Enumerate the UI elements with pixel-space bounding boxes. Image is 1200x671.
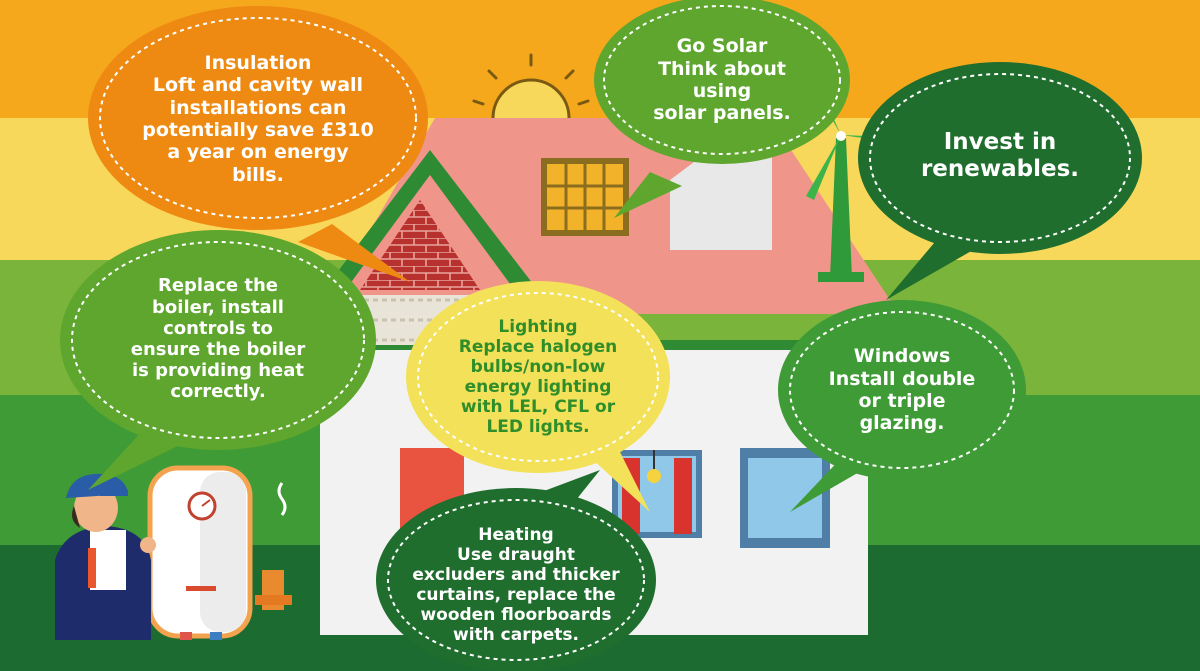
solar-text: Go Solar Think about using solar panels.: [612, 20, 832, 140]
lighting-line-6: LED lights.: [486, 417, 590, 438]
windows-line-2: Install double: [828, 367, 976, 390]
lighting-line-2: Replace halogen: [458, 336, 618, 357]
renewables-text: Invest in renewables.: [890, 118, 1110, 194]
boiler-line-1: Replace the: [157, 275, 279, 297]
bubble-boiler: [60, 230, 376, 490]
windows-line-3: or triple: [858, 390, 946, 412]
water-heater-icon: [147, 465, 292, 640]
insulation-line-6: bills.: [232, 163, 284, 186]
heating-text: Heating Use draught excluders and thicke…: [384, 512, 648, 658]
lighting-line-5: with LEL, CFL or: [460, 397, 616, 418]
heating-line-6: with carpets.: [452, 625, 579, 646]
heating-line-3: excluders and thicker: [412, 564, 620, 585]
boiler-line-3: controls to: [163, 317, 273, 339]
windows-line-1: Windows: [853, 345, 951, 368]
insulation-line-4: potentially save £310: [142, 119, 374, 141]
heating-line-2: Use draught: [457, 544, 575, 565]
insulation-text: Insulation Loft and cavity wall installa…: [100, 30, 416, 208]
solar-line-2: Think about: [658, 57, 786, 80]
insulation-line-5: a year on energy: [167, 141, 349, 164]
bubble-windows: [778, 300, 1026, 512]
solar-line-4: solar panels.: [653, 102, 791, 125]
bubble-lighting: [406, 281, 670, 512]
boiler-line-4: ensure the boiler: [130, 339, 306, 360]
bubble-insulation: [88, 6, 428, 282]
sun-icon: [472, 53, 590, 119]
solar-line-3: using: [692, 80, 752, 102]
plumber-icon: [55, 473, 156, 640]
solar-line-1: Go Solar: [676, 35, 768, 58]
bubble-heating: [376, 470, 656, 671]
boiler-line-6: correctly.: [170, 381, 266, 403]
lighting-line-3: bulbs/non-low: [470, 356, 606, 377]
insulation-line-2: Loft and cavity wall: [152, 74, 364, 97]
insulation-line-1: Insulation: [204, 51, 312, 74]
boiler-line-2: boiler, install: [152, 296, 284, 318]
bubble-renewables: [858, 62, 1142, 300]
renewables-line-1: Invest in: [943, 128, 1057, 155]
boiler-line-5: is providing heat: [132, 360, 304, 382]
insulation-line-3: installations can: [169, 96, 347, 119]
heating-line-4: curtains, replace the: [416, 585, 616, 605]
heating-line-1: Heating: [478, 524, 554, 545]
lighting-line-4: energy lighting: [464, 377, 612, 397]
windows-line-4: glazing.: [859, 412, 945, 435]
solar-panel-icon: [541, 158, 629, 236]
lighting-text: Lighting Replace halogen bulbs/non-low e…: [416, 306, 660, 448]
lighting-line-1: Lighting: [498, 316, 578, 337]
windows-text: Windows Install double or triple glazing…: [800, 335, 1004, 445]
boiler-text: Replace the boiler, install controls to …: [82, 256, 354, 422]
renewables-line-2: renewables.: [920, 156, 1080, 182]
bubble-solar: [594, 0, 850, 218]
heating-line-5: wooden floorboards: [420, 605, 612, 626]
